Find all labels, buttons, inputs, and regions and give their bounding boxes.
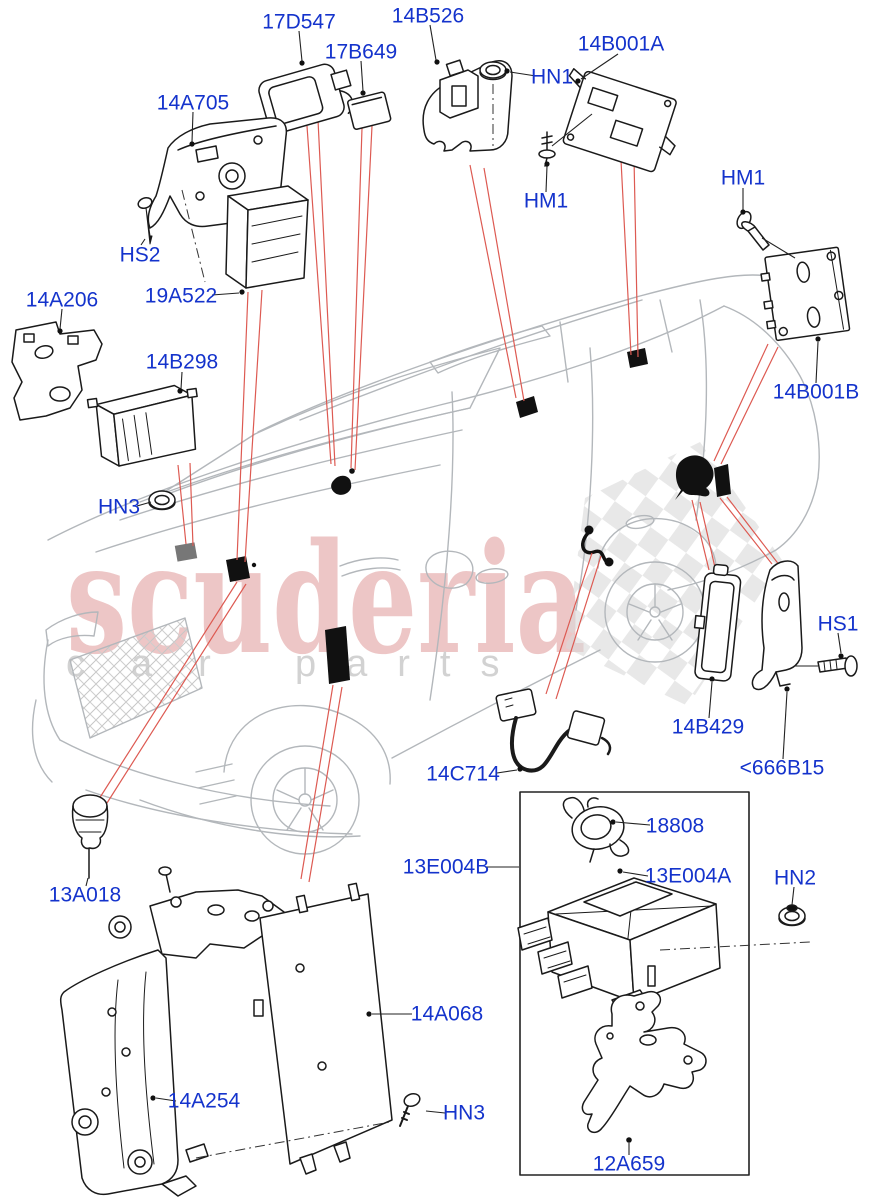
installed-components — [174, 348, 731, 684]
part-14B001A-module — [562, 68, 677, 173]
fender-connector — [174, 542, 198, 562]
part-label-14B001A: 14B001A — [577, 32, 665, 56]
callout-box — [519, 791, 750, 1176]
part-HN3-nut — [148, 490, 176, 511]
part-14B001B-module — [760, 246, 851, 342]
part-19A522-module — [225, 185, 309, 289]
part-HN3-screw-bottom — [399, 1092, 421, 1127]
part-label-13E004B: 13E004B — [402, 855, 490, 879]
part-label-18808: 18808 — [645, 814, 705, 838]
part-12A659-bracket — [581, 990, 707, 1134]
part-label-14B429: 14B429 — [671, 715, 745, 739]
part-label-HM1-left: HM1 — [523, 189, 569, 213]
part-label-14A068: 14A068 — [410, 1002, 484, 1026]
part-label-HS1: HS1 — [817, 612, 859, 636]
quarter-module-small — [714, 464, 731, 497]
part-label-HM1-right: HM1 — [720, 166, 766, 190]
part-13E004A-module — [517, 877, 721, 1019]
roof-module-front — [516, 396, 538, 418]
part-14A254-bracket — [59, 866, 285, 1197]
rear-wheel — [604, 561, 706, 663]
door-module — [325, 626, 350, 684]
part-label-HN3-lower: HN3 — [442, 1101, 486, 1125]
part-label-17D547: 17D547 — [262, 10, 336, 34]
part-label-14B526: 14B526 — [391, 4, 465, 28]
fender-module — [226, 556, 250, 582]
dash-dot-lines — [181, 84, 811, 1159]
part-label-14B298: 14B298 — [145, 350, 219, 374]
part-label-14A206: 14A206 — [25, 288, 99, 312]
part-label-666B15: <666B15 — [739, 756, 825, 780]
part-label-HN2: HN2 — [773, 866, 817, 890]
part-label-HN1: HN1 — [530, 65, 574, 89]
part-13A018-sensor — [71, 794, 109, 879]
part-14A206-bracket — [11, 321, 103, 421]
windshield-dot — [349, 468, 355, 474]
part-label-14C714: 14C714 — [426, 762, 500, 786]
door-wire-installed — [581, 529, 610, 565]
part-14B526-sensor-bracket — [422, 59, 513, 152]
leader-lines-black — [59, 24, 842, 1155]
leader-lines-red — [98, 119, 781, 883]
part-label-14B001B: 14B001B — [772, 380, 860, 404]
part-666B15-bracket — [751, 560, 803, 691]
part-14C714-cable — [495, 688, 612, 773]
part-label-14A705: 14A705 — [156, 91, 230, 115]
part-14B298-ecu — [86, 384, 198, 467]
checkered-flag-band — [566, 442, 782, 706]
part-HS2-screw — [137, 196, 153, 245]
roof-module-rear — [627, 348, 648, 368]
part-HN1-nut — [479, 61, 507, 81]
part-label-12A659: 12A659 — [592, 1152, 666, 1176]
part-label-13E004A: 13E004A — [644, 864, 732, 888]
part-17B649-cover — [347, 91, 392, 130]
part-HN2-nut — [778, 904, 806, 927]
part-14A068-panel — [253, 882, 393, 1175]
leader-dots — [57, 59, 844, 1143]
quarter-module-large — [675, 455, 714, 500]
windshield-camera-blob — [331, 475, 352, 495]
part-label-17B649: 17B649 — [324, 40, 398, 64]
part-17D547-camera — [258, 63, 354, 134]
part-label-HS2: HS2 — [119, 243, 161, 267]
part-HM1-clip — [538, 131, 556, 167]
part-label-19A522: 19A522 — [144, 284, 218, 308]
part-label-14A254: 14A254 — [167, 1089, 241, 1113]
part-HM1-screw — [736, 210, 770, 251]
part-label-13A018: 13A018 — [48, 883, 122, 907]
part-18808-sensor — [562, 796, 630, 863]
part-drawings — [11, 59, 858, 1197]
part-label-HN3-upper: HN3 — [97, 495, 141, 519]
part-HS1-bolt — [817, 655, 858, 677]
